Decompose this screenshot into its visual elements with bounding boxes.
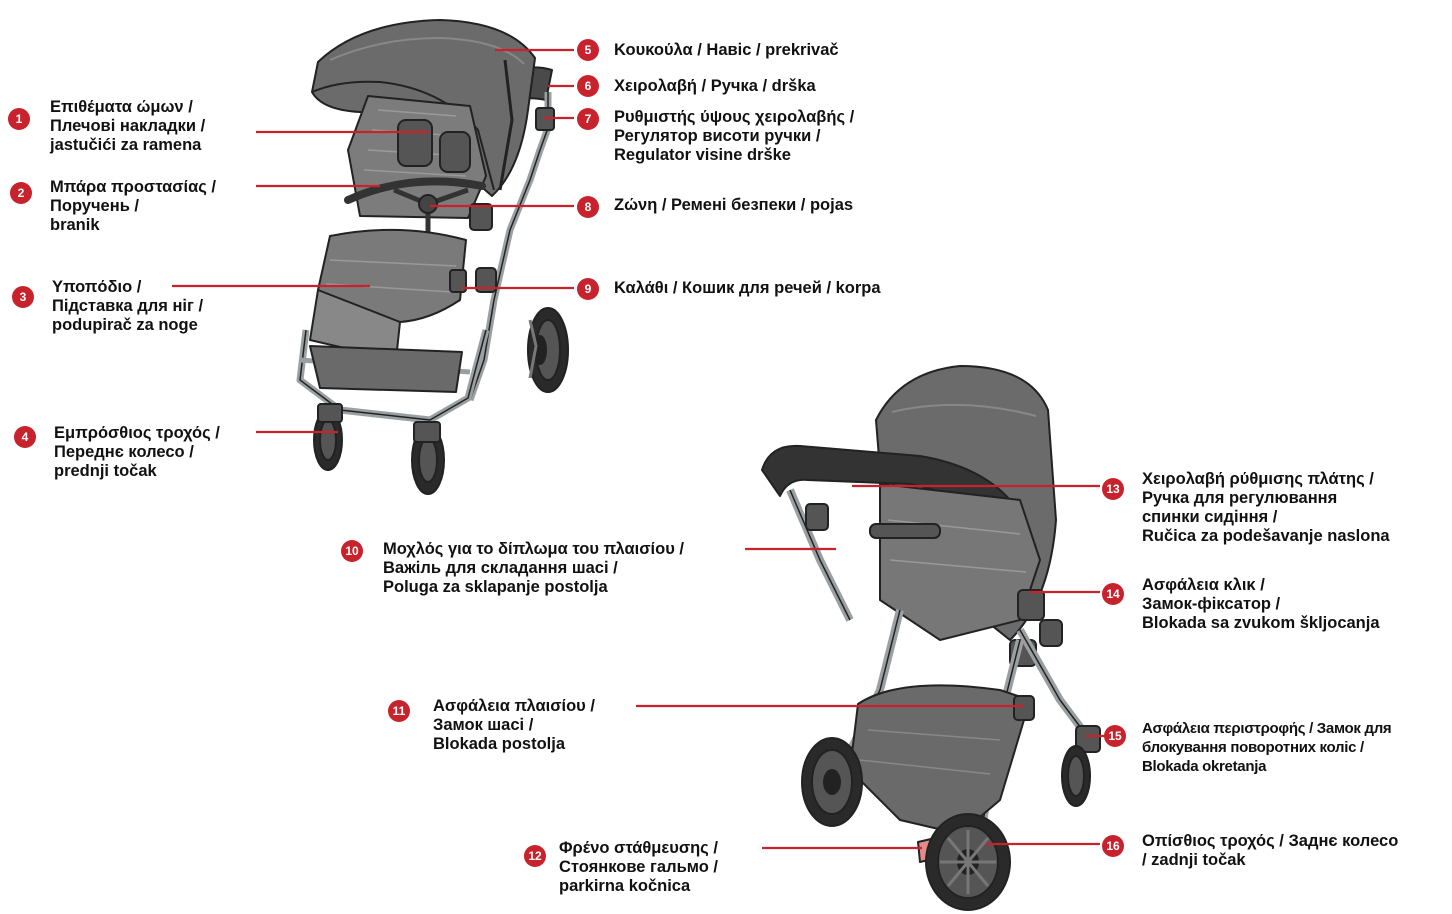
part-14-line-3: Blokada sa zvukom škljocanja	[1142, 614, 1380, 633]
part-3-line-2: Підставка для ніг /	[52, 297, 203, 316]
part-8-label: Ζώνη / Ремені безпеки / pojas	[614, 196, 853, 215]
part-1-line-2: Плечові накладки /	[50, 117, 205, 136]
part-6-label: Χειρολαβή / Ручка / drška	[614, 77, 816, 96]
part-13-label: Χειρολαβή ρύθμισης πλάτης / Ручка для ре…	[1142, 470, 1390, 546]
part-4-line-1: Εμπρόσθιος τροχός /	[54, 424, 220, 443]
part-1-badge: 1	[8, 108, 30, 130]
part-15-line-3: Blokada okretanja	[1142, 757, 1391, 776]
part-8-line-1: Ζώνη / Ремені безпеки / pojas	[614, 196, 853, 215]
part-15-label: Ασφάλεια περιστροφής / Замок для блокува…	[1142, 719, 1391, 776]
part-7-line-3: Regulator visine drške	[614, 146, 854, 165]
part-4-line-3: prednji točak	[54, 462, 220, 481]
part-2-line-3: branik	[50, 216, 216, 235]
part-11-line-2: Замок шасі /	[433, 716, 595, 735]
part-3-line-1: Υποπόδιο /	[52, 278, 203, 297]
part-13-line-3: спинки сидіння /	[1142, 508, 1390, 527]
part-5-line-1: Κουκούλα / Навіс / prekrivač	[614, 41, 839, 60]
part-2-badge: 2	[10, 182, 32, 204]
part-15-line-1: Ασφάλεια περιστροφής / Замок для	[1142, 719, 1391, 738]
part-5-label: Κουκούλα / Навіс / prekrivač	[614, 41, 839, 60]
part-14-line-1: Ασφάλεια κλικ /	[1142, 576, 1380, 595]
part-11-line-1: Ασφάλεια πλαισίου /	[433, 697, 595, 716]
part-9-badge: 9	[577, 278, 599, 300]
part-6-badge: 6	[577, 75, 599, 97]
part-3-badge: 3	[12, 286, 34, 308]
part-16-line-1: Οπίσθιος τροχός / Заднє колесо	[1142, 832, 1398, 851]
part-10-line-3: Poluga za sklapanje postolja	[383, 578, 684, 597]
part-15-badge: 15	[1104, 725, 1126, 747]
front-view-stroller	[300, 20, 568, 494]
part-5-badge: 5	[577, 39, 599, 61]
part-13-badge: 13	[1102, 478, 1124, 500]
part-13-line-4: Ručica za podešavanje naslona	[1142, 527, 1390, 546]
part-12-badge: 12	[524, 845, 546, 867]
part-9-line-1: Καλάθι / Кошик для речей / korpa	[614, 279, 881, 298]
part-16-badge: 16	[1102, 835, 1124, 857]
part-11-label: Ασφάλεια πλαισίου / Замок шасі / Blokada…	[433, 697, 595, 754]
part-1-line-3: jastučići za ramena	[50, 136, 205, 155]
part-14-label: Ασφάλεια κλικ / Замок-фіксатор / Blokada…	[1142, 576, 1380, 633]
part-4-badge: 4	[14, 426, 36, 448]
part-6-line-1: Χειρολαβή / Ручка / drška	[614, 77, 816, 96]
part-10-badge: 10	[341, 540, 363, 562]
part-14-badge: 14	[1102, 583, 1124, 605]
part-10-line-2: Важіль для складання шасі /	[383, 559, 684, 578]
part-7-line-2: Регулятор висоти ручки /	[614, 127, 854, 146]
part-7-label: Ρυθμιστής ύψους χειρολαβής / Регулятор в…	[614, 108, 854, 165]
part-13-line-2: Ручка для регулювання	[1142, 489, 1390, 508]
part-16-line-2: / zadnji točak	[1142, 851, 1398, 870]
part-11-line-3: Blokada postolja	[433, 735, 595, 754]
part-4-label: Εμπρόσθιος τροχός / Переднє колесо / pre…	[54, 424, 220, 481]
part-3-line-3: podupirač za noge	[52, 316, 203, 335]
part-12-line-2: Стоянкове гальмо /	[559, 858, 718, 877]
part-7-badge: 7	[577, 108, 599, 130]
part-10-label: Μοχλός για το δίπλωμα του πλαισίου / Важ…	[383, 540, 684, 597]
part-1-line-1: Επιθέματα ώμων /	[50, 98, 205, 117]
part-11-badge: 11	[388, 700, 410, 722]
part-2-line-2: Поручень /	[50, 197, 216, 216]
part-4-line-2: Переднє колесо /	[54, 443, 220, 462]
part-1-label: Επιθέματα ώμων / Плечові накладки / jast…	[50, 98, 205, 155]
part-7-line-1: Ρυθμιστής ύψους χειρολαβής /	[614, 108, 854, 127]
part-9-label: Καλάθι / Кошик для речей / korpa	[614, 279, 881, 298]
part-16-label: Οπίσθιος τροχός / Заднє колесо / zadnji …	[1142, 832, 1398, 870]
part-15-line-2: блокування поворотних коліс /	[1142, 738, 1391, 757]
rear-view-stroller	[762, 366, 1100, 910]
part-12-line-1: Φρένο στάθμευσης /	[559, 839, 718, 858]
part-13-line-1: Χειρολαβή ρύθμισης πλάτης /	[1142, 470, 1390, 489]
part-8-badge: 8	[577, 196, 599, 218]
part-12-line-3: parkirna kočnica	[559, 877, 718, 896]
part-2-line-1: Μπάρα προστασίας /	[50, 178, 216, 197]
part-12-label: Φρένο στάθμευσης / Стоянкове гальмо / pa…	[559, 839, 718, 896]
part-2-label: Μπάρα προστασίας / Поручень / branik	[50, 178, 216, 235]
part-14-line-2: Замок-фіксатор /	[1142, 595, 1380, 614]
part-3-label: Υποπόδιο / Підставка для ніг / podupirač…	[52, 278, 203, 335]
part-10-line-1: Μοχλός για το δίπλωμα του πλαισίου /	[383, 540, 684, 559]
